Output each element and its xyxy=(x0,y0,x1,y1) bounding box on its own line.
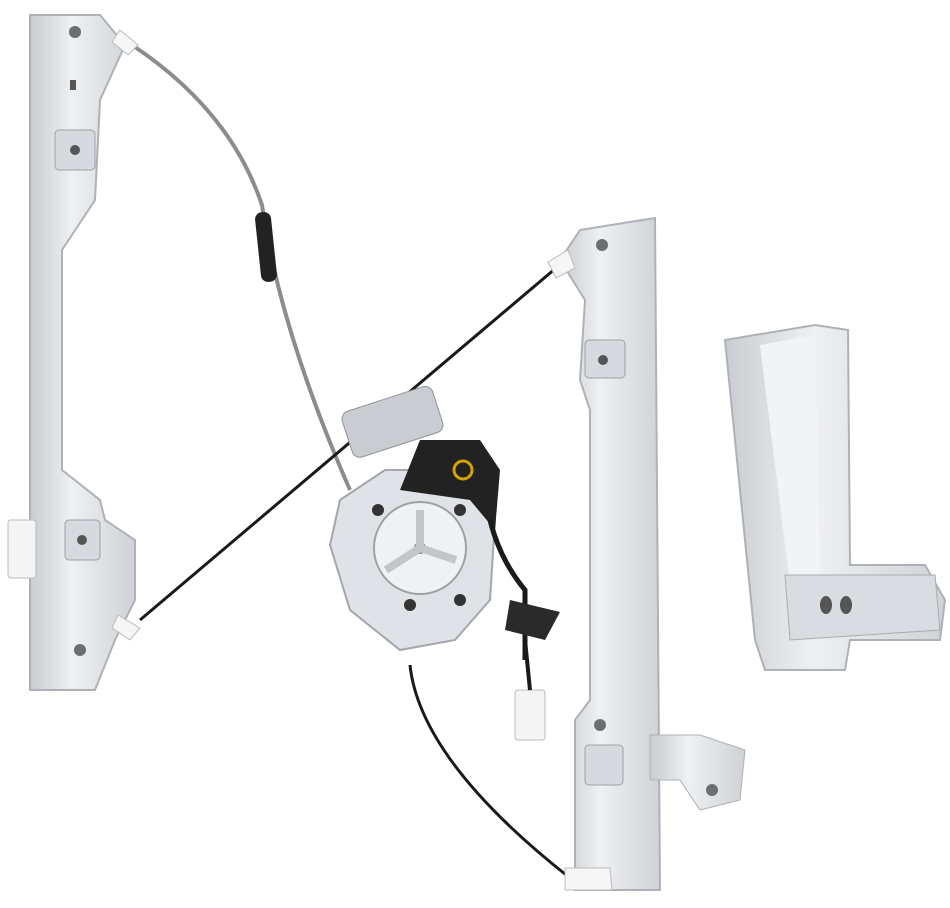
black-cable-upper xyxy=(139,266,557,622)
cables xyxy=(130,43,571,880)
motor-assembly xyxy=(328,385,560,741)
left-rail xyxy=(7,14,141,691)
gray-cable xyxy=(130,43,352,491)
right-rail xyxy=(547,216,746,891)
glass-bracket xyxy=(723,323,947,671)
black-cable-lower xyxy=(408,664,571,880)
cable-sleeve xyxy=(255,212,277,282)
